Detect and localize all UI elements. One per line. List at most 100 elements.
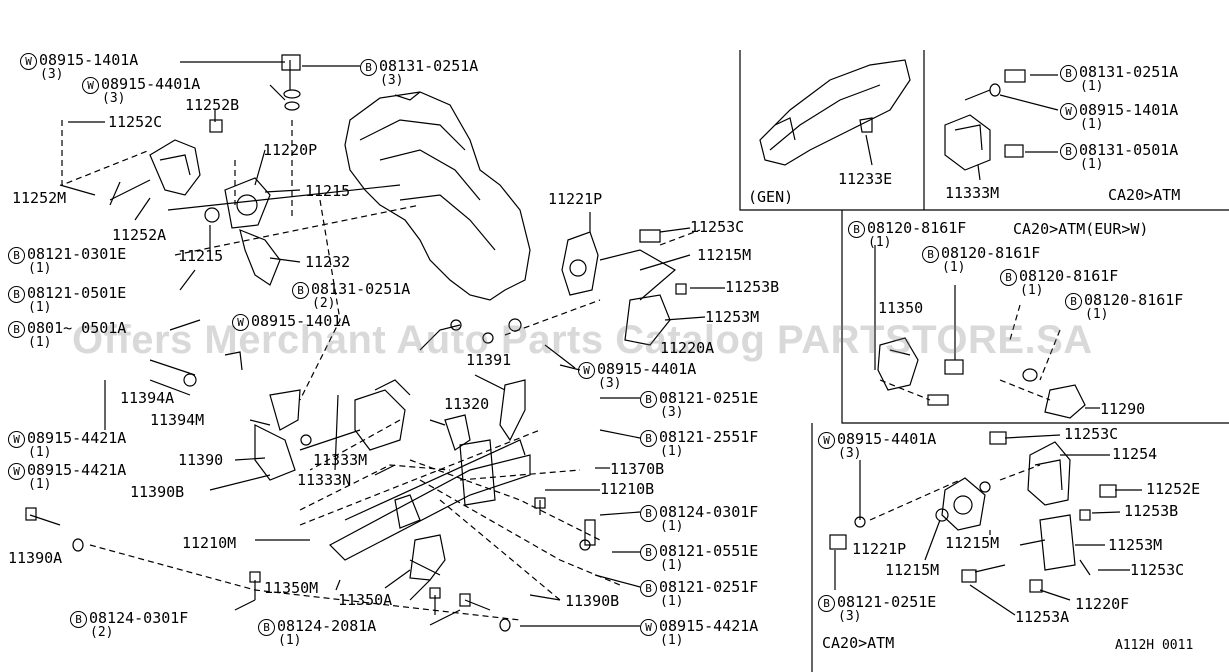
bolt-badge-icon: B [8, 286, 25, 303]
part-number: 11390 [178, 451, 224, 469]
part-quantity: (3) [660, 405, 684, 420]
part-number: 11253C [1130, 561, 1185, 579]
part-number: 08915-4421A [659, 617, 759, 635]
bolt-badge-icon: B [70, 611, 87, 628]
part-number: 08120-8161F [867, 219, 967, 237]
leader-lines-solid [59, 61, 725, 627]
part-number: 11210B [600, 480, 655, 498]
atm-bottom-label-b9: 11215M [885, 562, 939, 578]
bolt-badge-icon: B [640, 430, 657, 447]
part-number: 11220A [660, 339, 715, 357]
part-number: 11350 [878, 299, 924, 317]
washer-badge-icon: W [818, 432, 835, 449]
part-quantity: (1) [28, 261, 52, 276]
part-number: 08131-0251A [311, 280, 411, 298]
part-number: 11333N [297, 471, 352, 489]
washer-badge-icon: W [1060, 103, 1077, 120]
bolt-badge-icon: B [1065, 293, 1082, 310]
part-number: 08124-0301F [659, 503, 759, 521]
bolt-badge-icon: B [848, 221, 865, 238]
part-number: 08121-2551F [659, 428, 759, 446]
part-number: 08915-4401A [837, 430, 937, 448]
part-number: 11252C [108, 113, 163, 131]
part-number: 08915-1401A [251, 312, 351, 330]
part-quantity: (1) [1080, 157, 1104, 172]
bolts-lower [25, 507, 511, 632]
part-quantity: (2) [312, 296, 336, 311]
part-number: 11394A [120, 389, 175, 407]
inset-frame-gen [739, 50, 1229, 211]
part-number: 11390B [565, 592, 620, 610]
part-quantity: (3) [838, 609, 862, 624]
part-quantity: (1) [1080, 117, 1104, 132]
bolt-badge-icon: B [640, 505, 657, 522]
part-number: 11254 [1112, 445, 1158, 463]
part-number: 08121-0501E [27, 284, 127, 302]
part-quantity: (1) [1080, 79, 1104, 94]
main-label-m21: 11253M [705, 309, 759, 325]
part-quantity: (1) [28, 477, 52, 492]
part-quantity: (1) [660, 594, 684, 609]
mount-bracket-upper [61, 54, 421, 286]
part-number: 11390A [8, 549, 63, 567]
part-number: 08915-4401A [597, 360, 697, 378]
engine-block [344, 91, 531, 301]
main-label-m9: 11252A [112, 227, 166, 243]
washer-badge-icon: W [20, 53, 37, 70]
main-label-m40: 11210M [182, 535, 236, 551]
part-quantity: (1) [1085, 307, 1109, 322]
inset-atm-top-part [944, 69, 1059, 181]
atm-bottom-label-b13: 11253A [1015, 609, 1069, 625]
part-quantity: (1) [28, 300, 52, 315]
part-number: 08120-8161F [1019, 267, 1119, 285]
atm-bottom-label-b12: 11220F [1075, 596, 1129, 612]
main-label-m44: 11350A [338, 592, 392, 608]
bolt-badge-icon: B [1000, 269, 1017, 286]
part-number: 08915-1401A [39, 51, 139, 69]
part-number: 11220F [1075, 595, 1130, 613]
atm-eur-label-e6: 11290 [1100, 401, 1145, 417]
part-number: 11252B [185, 96, 240, 114]
inset-gen-part [759, 59, 911, 166]
main-label-m27: 11394M [150, 412, 204, 428]
main-label-m31: 11390 [178, 452, 223, 468]
washer-badge-icon: W [578, 362, 595, 379]
bolt-badge-icon: B [292, 282, 309, 299]
part-number: 11253M [1108, 536, 1163, 554]
bolt-badge-icon: B [922, 246, 939, 263]
washer-badge-icon: W [232, 314, 249, 331]
main-label-m26: 11394A [120, 390, 174, 406]
part-number: 08120-8161F [941, 244, 1041, 262]
part-quantity: (1) [660, 558, 684, 573]
main-label-m10: 11215 [178, 248, 223, 264]
part-number: 11370B [610, 460, 665, 478]
part-number: 08121-0251E [837, 593, 937, 611]
washer-badge-icon: W [8, 431, 25, 448]
part-number: 11253M [705, 308, 760, 326]
part-quantity: (1) [28, 445, 52, 460]
part-quantity: (2) [90, 625, 114, 640]
part-number: 08915-4401A [101, 75, 201, 93]
part-quantity: (3) [838, 446, 862, 461]
main-label-m19: 11215M [697, 247, 751, 263]
main-label-m36: 11390B [130, 484, 184, 500]
main-label-m17: 11221P [548, 191, 602, 207]
main-label-m35: 11333N [297, 472, 351, 488]
part-quantity: (1) [1020, 283, 1044, 298]
atm-bottom-label-b10: 11253C [1130, 562, 1184, 578]
part-number: 08131-0501A [1079, 141, 1179, 159]
part-number: 11215M [945, 534, 1000, 552]
